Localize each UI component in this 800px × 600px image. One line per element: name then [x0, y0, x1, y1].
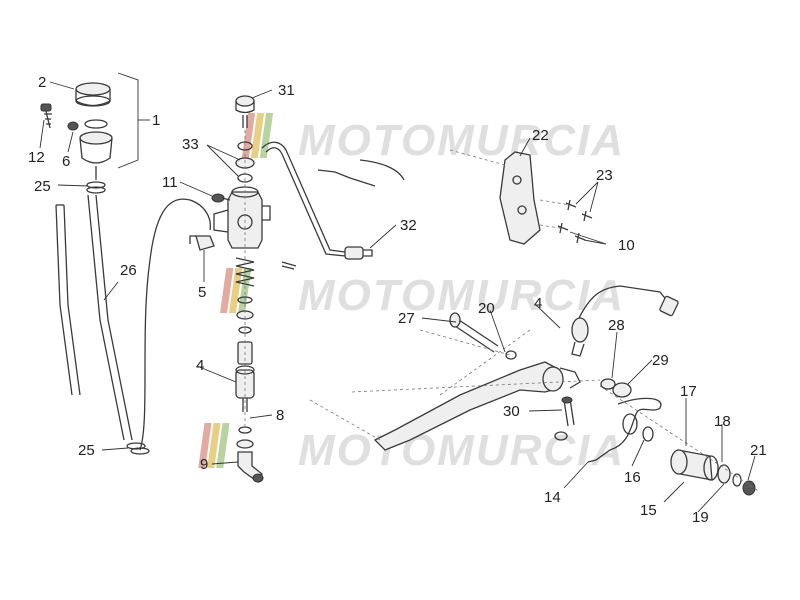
- pedal-pivot-bolt-part: [449, 312, 517, 360]
- watermark-stripe-red: [241, 113, 256, 158]
- callout-9: 9: [200, 456, 208, 473]
- spring-part: [235, 257, 255, 287]
- return-spring-part: [587, 397, 662, 463]
- callout-23: 23: [596, 167, 613, 184]
- callout-20: 20: [478, 300, 495, 317]
- leader-lines: [39, 81, 756, 513]
- callout-19: 19: [692, 509, 709, 526]
- elbow-fitting-part: [189, 235, 215, 251]
- watermark-stripe-yellow: [207, 423, 221, 468]
- spacer-part: [642, 426, 654, 442]
- callout-8: 8: [276, 407, 284, 424]
- reservoir-washer-part: [67, 121, 79, 131]
- reservoir-cap-part: [75, 82, 111, 107]
- watermark-text: MOTOMURCIA: [298, 116, 625, 165]
- pedal-axis-line-2: [439, 329, 531, 396]
- brake-light-switch-pipe-part: [261, 141, 373, 270]
- callout-32: 32: [400, 217, 417, 234]
- callout-25-upper: 25: [34, 178, 51, 195]
- watermark-top: MOTOMURCIA: [241, 113, 625, 165]
- callout-30: 30: [503, 403, 520, 420]
- callout-16: 16: [624, 469, 641, 486]
- pedal-bolt-30-part: [554, 396, 575, 441]
- callout-14: 14: [544, 489, 561, 506]
- callout-10: 10: [618, 237, 635, 254]
- footrest-bracket-part: [499, 151, 541, 245]
- banjo-bolt-top-part: [235, 95, 255, 128]
- watermark-text: MOTOMURCIA: [298, 271, 625, 320]
- callout-12: 12: [28, 149, 45, 166]
- callout-5: 5: [198, 284, 206, 301]
- watermark-middle: MOTOMURCIA: [220, 268, 625, 320]
- brake-switch-part: [571, 285, 679, 357]
- callout-6: 6: [62, 153, 70, 170]
- callout-29: 29: [652, 352, 669, 369]
- callout-26: 26: [120, 262, 137, 279]
- hose-right-part: [87, 194, 133, 441]
- hose-clamp-upper-part: [86, 181, 106, 194]
- hose-left-part: [55, 204, 81, 396]
- reservoir-screw-part: [40, 103, 52, 129]
- watermark-text: MOTOMURCIA: [298, 426, 625, 475]
- callout-25-lower: 25: [78, 442, 95, 459]
- bracket-1: [117, 72, 139, 169]
- callout-22: 22: [532, 127, 549, 144]
- callout-2: 2: [38, 74, 46, 91]
- watermark-stripe-yellow: [229, 268, 243, 313]
- banjo-bolt-bottom-part: [236, 426, 264, 483]
- callout-11: 11: [162, 174, 178, 191]
- watermark-stripe-red: [198, 423, 212, 468]
- callout-18: 18: [714, 413, 731, 430]
- watermark-stripe-red: [220, 268, 234, 313]
- hose-clamp-lower-part: [126, 442, 150, 455]
- callout-15: 15: [640, 502, 657, 519]
- reservoir-body-part: [79, 119, 113, 180]
- bleed-nipple-part: [211, 193, 231, 203]
- thin-hose-part: [139, 198, 211, 451]
- pedal-washers-part: [600, 378, 632, 398]
- watermark-stripe-green: [216, 423, 230, 468]
- callout-28: 28: [608, 317, 625, 334]
- bracket-axis-lines: [449, 149, 571, 229]
- callout-33: 33: [182, 136, 199, 153]
- footpeg-rubber-part: [670, 449, 719, 481]
- bracket-screws-part: [557, 199, 593, 244]
- wire-part: [317, 169, 376, 187]
- brake-pedal-part: [373, 361, 581, 451]
- footpeg-washers-part: [717, 464, 756, 496]
- watermark-stripe-yellow: [250, 113, 265, 158]
- callout-4-right: 4: [534, 295, 542, 312]
- callout-31: 31: [278, 82, 295, 99]
- watermark-bottom: MOTOMURCIA: [198, 423, 625, 475]
- callout-27: 27: [398, 310, 415, 327]
- callout-17: 17: [680, 383, 697, 400]
- callout-4-left: 4: [196, 357, 204, 374]
- callout-1: 1: [152, 112, 160, 129]
- callout-21: 21: [750, 442, 767, 459]
- wire-part-2: [359, 159, 405, 181]
